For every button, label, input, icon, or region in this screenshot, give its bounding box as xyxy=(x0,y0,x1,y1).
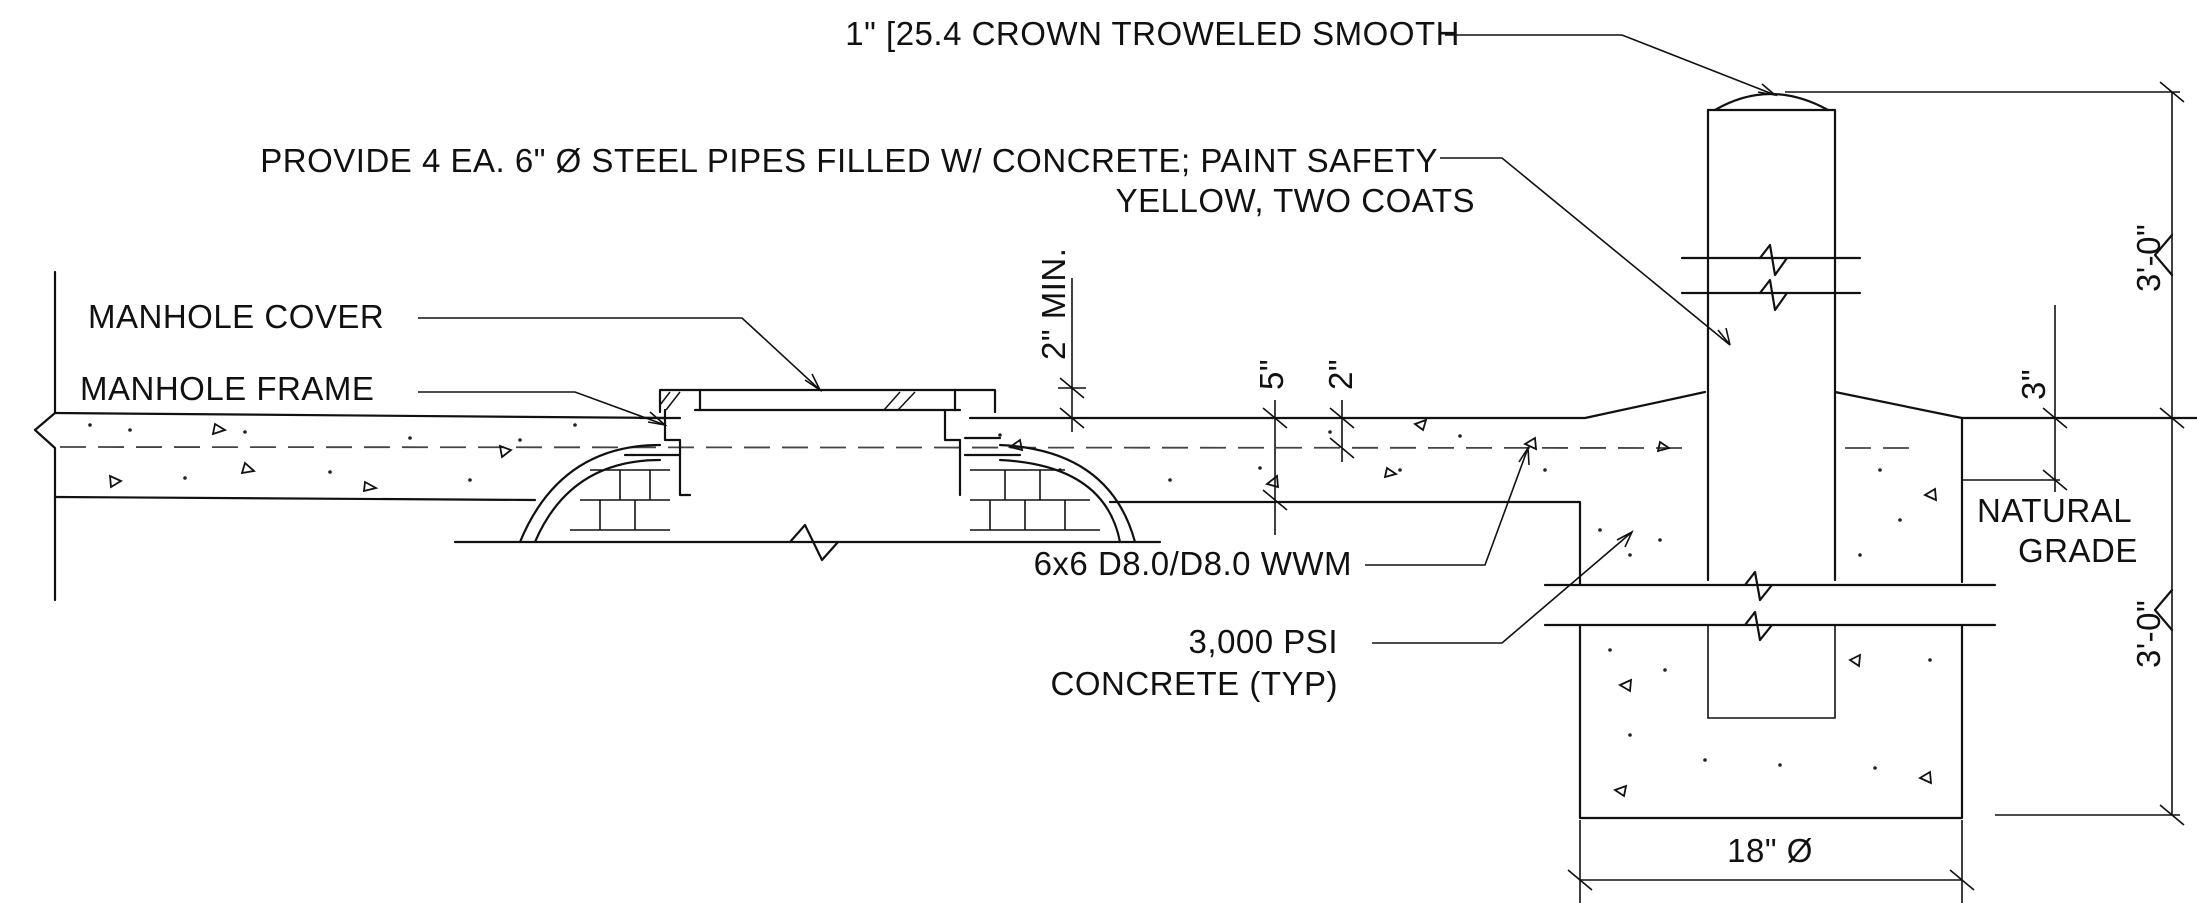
bollard-and-footing xyxy=(1543,92,2197,820)
mesh-depth-dim: 2" xyxy=(1322,359,1359,390)
dimension-lines xyxy=(1058,81,2185,903)
pipes-note-line1-text: PROVIDE 4 EA. 6" Ø STEEL PIPES FILLED W/… xyxy=(260,142,1438,179)
manhole-cover-label: MANHOLE COVER xyxy=(88,298,384,335)
concrete-line1-text: 3,000 PSI xyxy=(1189,623,1338,660)
leader-lines xyxy=(418,34,1778,644)
manhole-frame-label: MANHOLE FRAME xyxy=(80,370,374,407)
concrete-line2-text: CONCRETE (TYP) xyxy=(1051,665,1339,702)
pipe-above-grade-dim: 3'-0" xyxy=(2130,224,2167,292)
clearance-min-dim: 2" MIN. xyxy=(1035,248,1072,360)
mesh-note-text: 6x6 D8.0/D8.0 WWM xyxy=(1034,545,1352,582)
grade-offset-dim: 3" xyxy=(2015,369,2052,400)
pipe-below-grade-dim: 3'-0" xyxy=(2130,600,2167,668)
aggregate-hatch xyxy=(88,418,1938,798)
footing-diameter-dim: 18" Ø xyxy=(1727,832,1813,869)
crown-note-text: 1" [25.4 CROWN TROWELED SMOOTH xyxy=(845,15,1460,52)
natural-grade-line2: GRADE xyxy=(2018,532,2138,569)
manhole-assembly xyxy=(453,388,1162,562)
concrete-slab xyxy=(33,270,1915,602)
natural-grade-line1: NATURAL xyxy=(1977,492,2132,529)
pipes-note-line2-text: YELLOW, TWO COATS xyxy=(1116,182,1475,219)
annotations: 1" [25.4 CROWN TROWELED SMOOTH PROVIDE 4… xyxy=(80,15,2167,869)
slab-thickness-dim: 5" xyxy=(1253,359,1290,390)
